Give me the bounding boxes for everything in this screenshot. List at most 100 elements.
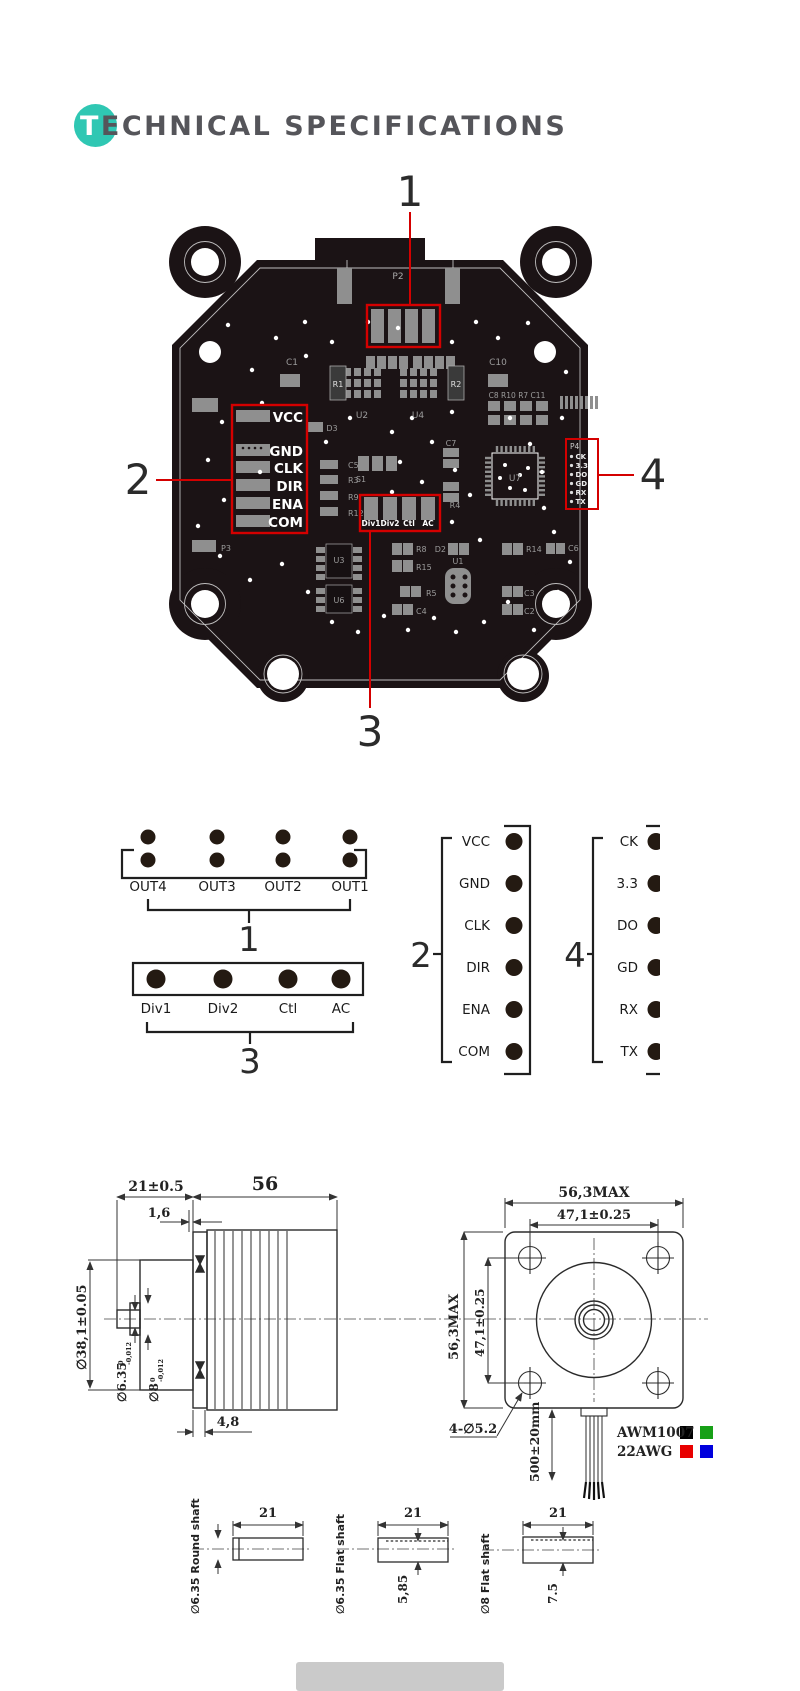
pin-label: GND [459, 876, 490, 892]
via-dot [405, 627, 411, 633]
via-dot [449, 519, 455, 525]
pcb-pad [320, 507, 338, 516]
silkscreen-label: C2 [524, 607, 535, 616]
pcb-pad [337, 268, 352, 304]
highlight-box-3 [358, 493, 442, 533]
svg-text:∅6.35: ∅6.35 [115, 1362, 129, 1402]
via-dot [247, 577, 253, 583]
pin-dot [331, 969, 351, 989]
via-dot [539, 469, 545, 475]
pcb-pad [403, 604, 413, 615]
pcb-pad [502, 586, 512, 597]
pcb-pad [354, 390, 361, 398]
pcb-pad [400, 379, 407, 387]
pcb-pad [430, 390, 437, 398]
silkscreen-label: C3 [524, 589, 535, 598]
connector-callout-3: 3 [239, 1042, 261, 1082]
pcb-pad [536, 401, 548, 411]
via-dot [329, 339, 335, 345]
pcb-pad [353, 565, 362, 571]
pcb-pad [565, 396, 568, 409]
svg-text:-0,012: -0,012 [125, 1342, 133, 1365]
via-dot [453, 629, 459, 635]
pcb-pad [388, 356, 397, 369]
pcb-pad [546, 543, 555, 554]
shaft-dimensions [214, 1521, 594, 1576]
pcb-pad [400, 390, 407, 398]
pin-label: GD [617, 960, 638, 976]
pcb-pad [316, 588, 325, 594]
pin-label: OUT1 [331, 879, 368, 895]
pcb-pad [422, 309, 435, 343]
dim-bolt-circle: 4-∅5.2 [449, 1422, 497, 1437]
pin-label: OUT3 [198, 879, 235, 895]
dim-lead-length: 500±20mm [527, 1402, 542, 1482]
shaft-details [232, 1536, 594, 1564]
pcb-pad [488, 401, 500, 411]
pcb-div-label: Div2 [381, 519, 400, 528]
pcb-pad [400, 586, 410, 597]
pcb-pad [344, 368, 351, 376]
highlight-box-1 [365, 303, 442, 349]
connector-callout-4: 4 [564, 936, 586, 976]
via-dot [419, 479, 425, 485]
via-dot [323, 439, 329, 445]
pcb-pad [374, 368, 381, 376]
pcb-pad [400, 368, 407, 376]
pin-dot [505, 1043, 523, 1060]
silkscreen-label: R12 [348, 509, 364, 518]
pin-dot [275, 829, 291, 845]
side-view-dimensions [86, 1193, 338, 1437]
lead-wires [585, 1416, 603, 1482]
connector-callout-2: 2 [410, 936, 432, 976]
cable-spec-awg: 22AWG [617, 1444, 672, 1460]
pcb-pad [575, 396, 578, 409]
connector-pins [140, 829, 660, 1060]
shaft-b-label: ∅6.35 Flat shaft [334, 1514, 347, 1614]
callout-number-4: 4 [640, 450, 667, 499]
silkscreen-label: C10 [489, 358, 507, 368]
pin-label: 3.3 [617, 876, 638, 892]
pcb-pad [420, 368, 427, 376]
via-dot [541, 505, 547, 511]
via-dot [273, 335, 279, 341]
swatch-green [700, 1426, 713, 1439]
pin-dot [342, 852, 358, 868]
pcb-pad [236, 479, 270, 491]
pin-dot [146, 969, 166, 989]
pcb-pad [354, 379, 361, 387]
pcb-port-label: GND [269, 444, 303, 460]
cable-spec-awm: AWM1007 [616, 1425, 694, 1441]
swatch-red [680, 1445, 693, 1458]
pcb-pad [430, 368, 437, 376]
pcb-pad [513, 586, 523, 597]
via-dot [219, 419, 225, 425]
pcb-pad [320, 491, 338, 500]
pin-dot [505, 875, 523, 892]
silkscreen-label: R1 [333, 380, 344, 389]
pcb-silkscreen-outline [179, 241, 581, 694]
p4-pin-dot [569, 499, 574, 504]
pcb-pad [353, 574, 362, 580]
silkscreen-label: R2 [451, 380, 462, 389]
pin-label: OUT4 [129, 879, 166, 895]
pin-label: OUT2 [264, 879, 301, 895]
pcb-pad [424, 356, 433, 369]
silkscreen-label: C6 [568, 544, 579, 553]
via-dot [395, 325, 401, 331]
pin-label: RX [619, 1002, 638, 1018]
pcb-pad [410, 368, 417, 376]
pcb-pad [386, 456, 397, 471]
silkscreen-label: R9 [348, 493, 359, 502]
pcb-pad [443, 459, 459, 468]
connector-callout-1: 1 [238, 920, 260, 960]
via-dot [551, 529, 557, 535]
pcb-pad [354, 368, 361, 376]
pcb-pad [435, 356, 444, 369]
via-dot [225, 322, 231, 328]
callout-number-3: 3 [357, 707, 384, 756]
pcb-pad [443, 482, 459, 491]
via-dot [452, 467, 458, 473]
shaft-c-length: 21 [549, 1506, 567, 1521]
